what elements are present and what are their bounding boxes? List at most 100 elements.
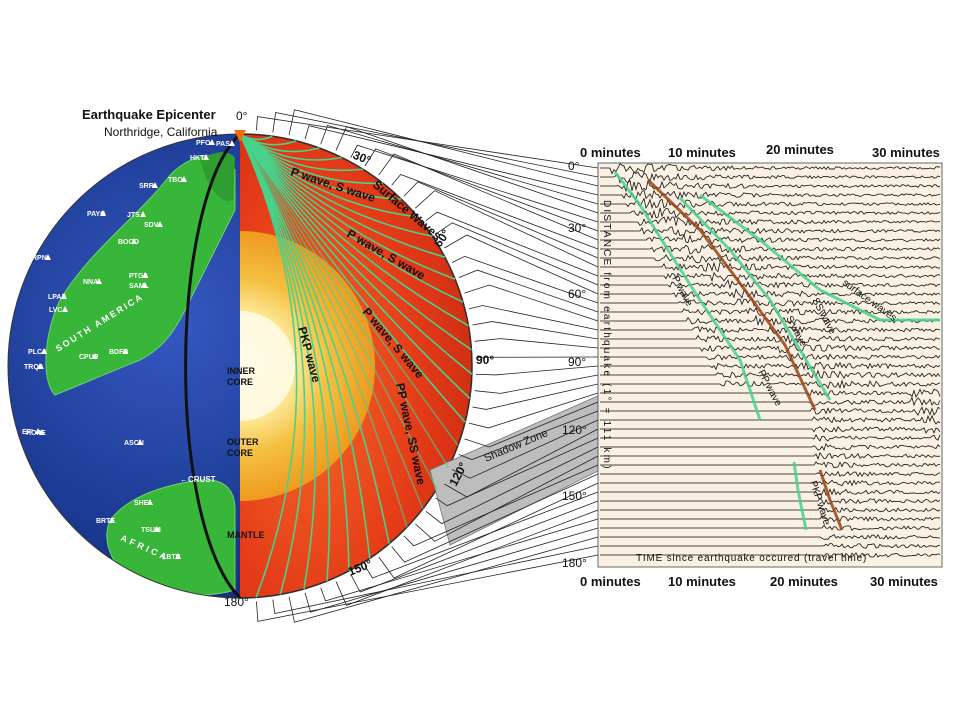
leader-line <box>378 482 599 579</box>
wave-ray <box>239 133 469 327</box>
seismogram-trace <box>600 253 941 264</box>
time-axis-label: TIME since earthquake occured (travel ti… <box>636 553 867 564</box>
station-marker <box>37 363 43 369</box>
wave-ray <box>239 133 408 528</box>
station-marker <box>147 499 153 505</box>
seismogram-trace <box>600 534 941 540</box>
wave-ray <box>239 133 418 218</box>
seismogram-trace <box>600 479 941 487</box>
station-marker <box>109 517 115 523</box>
phase-arrivals <box>613 171 940 531</box>
seismogram-trace <box>600 497 941 506</box>
leader-line <box>435 437 599 507</box>
leader-line <box>272 112 599 178</box>
mantle-label: MANTLE <box>227 530 265 540</box>
leader-line <box>288 109 599 187</box>
leader-line <box>475 365 599 376</box>
leader-line <box>415 455 599 542</box>
station-label: TSUM <box>141 527 161 534</box>
station-label: EFI <box>22 429 33 436</box>
station-label: HKT <box>190 155 205 162</box>
wave-ray <box>239 133 331 582</box>
distance-label-60: 60° <box>568 287 586 301</box>
leader-line <box>425 446 599 525</box>
seismogram-trace <box>600 189 941 200</box>
station-label: LPAZ <box>48 294 66 301</box>
wave-ray <box>239 133 450 469</box>
seismogram-trace <box>600 379 941 390</box>
leader-line <box>403 464 599 547</box>
seismogram-trace <box>600 388 941 398</box>
station-label: RPN <box>32 255 47 262</box>
phase-arrival-band <box>613 171 762 421</box>
station-label: NNA <box>83 279 98 286</box>
distance-label-90: 90° <box>568 355 586 369</box>
leader-line <box>378 153 599 241</box>
wave-ray <box>239 133 306 595</box>
station-marker <box>96 278 102 284</box>
leader-line <box>335 509 599 606</box>
wave-ray <box>239 133 402 200</box>
distance-label-0: 0° <box>568 159 580 173</box>
angle-label-0: 0° <box>236 109 248 123</box>
station-label: SRR <box>139 183 154 190</box>
seismogram-trace <box>600 552 941 559</box>
phase-arrival-band <box>792 461 808 531</box>
seismogram-trace <box>600 279 941 290</box>
wave-ray <box>239 133 473 375</box>
outer-core <box>240 231 375 501</box>
epicenter-marker <box>234 130 246 142</box>
leader-line <box>350 144 599 223</box>
station-label: PTGA <box>129 273 148 280</box>
leader-line <box>474 338 599 349</box>
angle-label-180: 180° <box>224 595 249 609</box>
section-cut <box>184 132 242 600</box>
leader-line <box>468 392 599 429</box>
station-label: SAML <box>129 283 150 290</box>
leader-line <box>474 374 599 394</box>
leader-line <box>256 116 599 169</box>
station-label: BRTE <box>96 518 115 525</box>
seismogram-trace <box>600 369 941 379</box>
seismogram-trace <box>600 442 941 451</box>
station-leader-lines <box>256 109 599 623</box>
station-label: PAYG <box>87 211 106 218</box>
station-marker <box>142 282 148 288</box>
seismogram-trace <box>600 306 941 317</box>
station-label: TBO <box>168 177 183 184</box>
station-marker <box>142 272 148 278</box>
station-marker <box>175 553 181 559</box>
time-label-top-0: 0 minutes <box>580 145 641 160</box>
wave-ray <box>239 133 471 399</box>
time-label-top-10: 10 minutes <box>668 145 736 160</box>
wave-ray <box>239 133 472 351</box>
seismogram-trace <box>600 163 941 175</box>
seismogram-trace <box>600 271 941 283</box>
leader-line <box>288 536 599 623</box>
station-label: PFO <box>196 140 211 147</box>
seismogram-trace <box>600 451 941 460</box>
seismogram-trace <box>600 207 941 220</box>
leader-line <box>320 124 599 205</box>
station-label: TRQA <box>24 364 44 371</box>
time-label-bottom-20: 20 minutes <box>770 574 838 589</box>
wave-ray <box>239 133 464 303</box>
wave-ray <box>239 133 466 423</box>
wave-ray <box>239 133 317 590</box>
seismogram-trace <box>600 524 941 532</box>
station-label: CPUP <box>79 354 99 361</box>
station-marker <box>100 210 106 216</box>
leader-line <box>350 500 599 593</box>
leader-line <box>458 269 599 313</box>
leader-line <box>320 518 599 602</box>
wave-ray <box>239 133 350 571</box>
seismogram-trace <box>600 288 941 299</box>
seismogram-panel: 0 minutes 10 minutes 20 minutes 30 minut… <box>562 142 943 589</box>
wave-ray <box>239 133 371 559</box>
station-label: PAS <box>216 141 230 148</box>
station-label: LVC <box>49 307 62 314</box>
leader-line <box>364 491 599 579</box>
station-marker <box>152 182 158 188</box>
